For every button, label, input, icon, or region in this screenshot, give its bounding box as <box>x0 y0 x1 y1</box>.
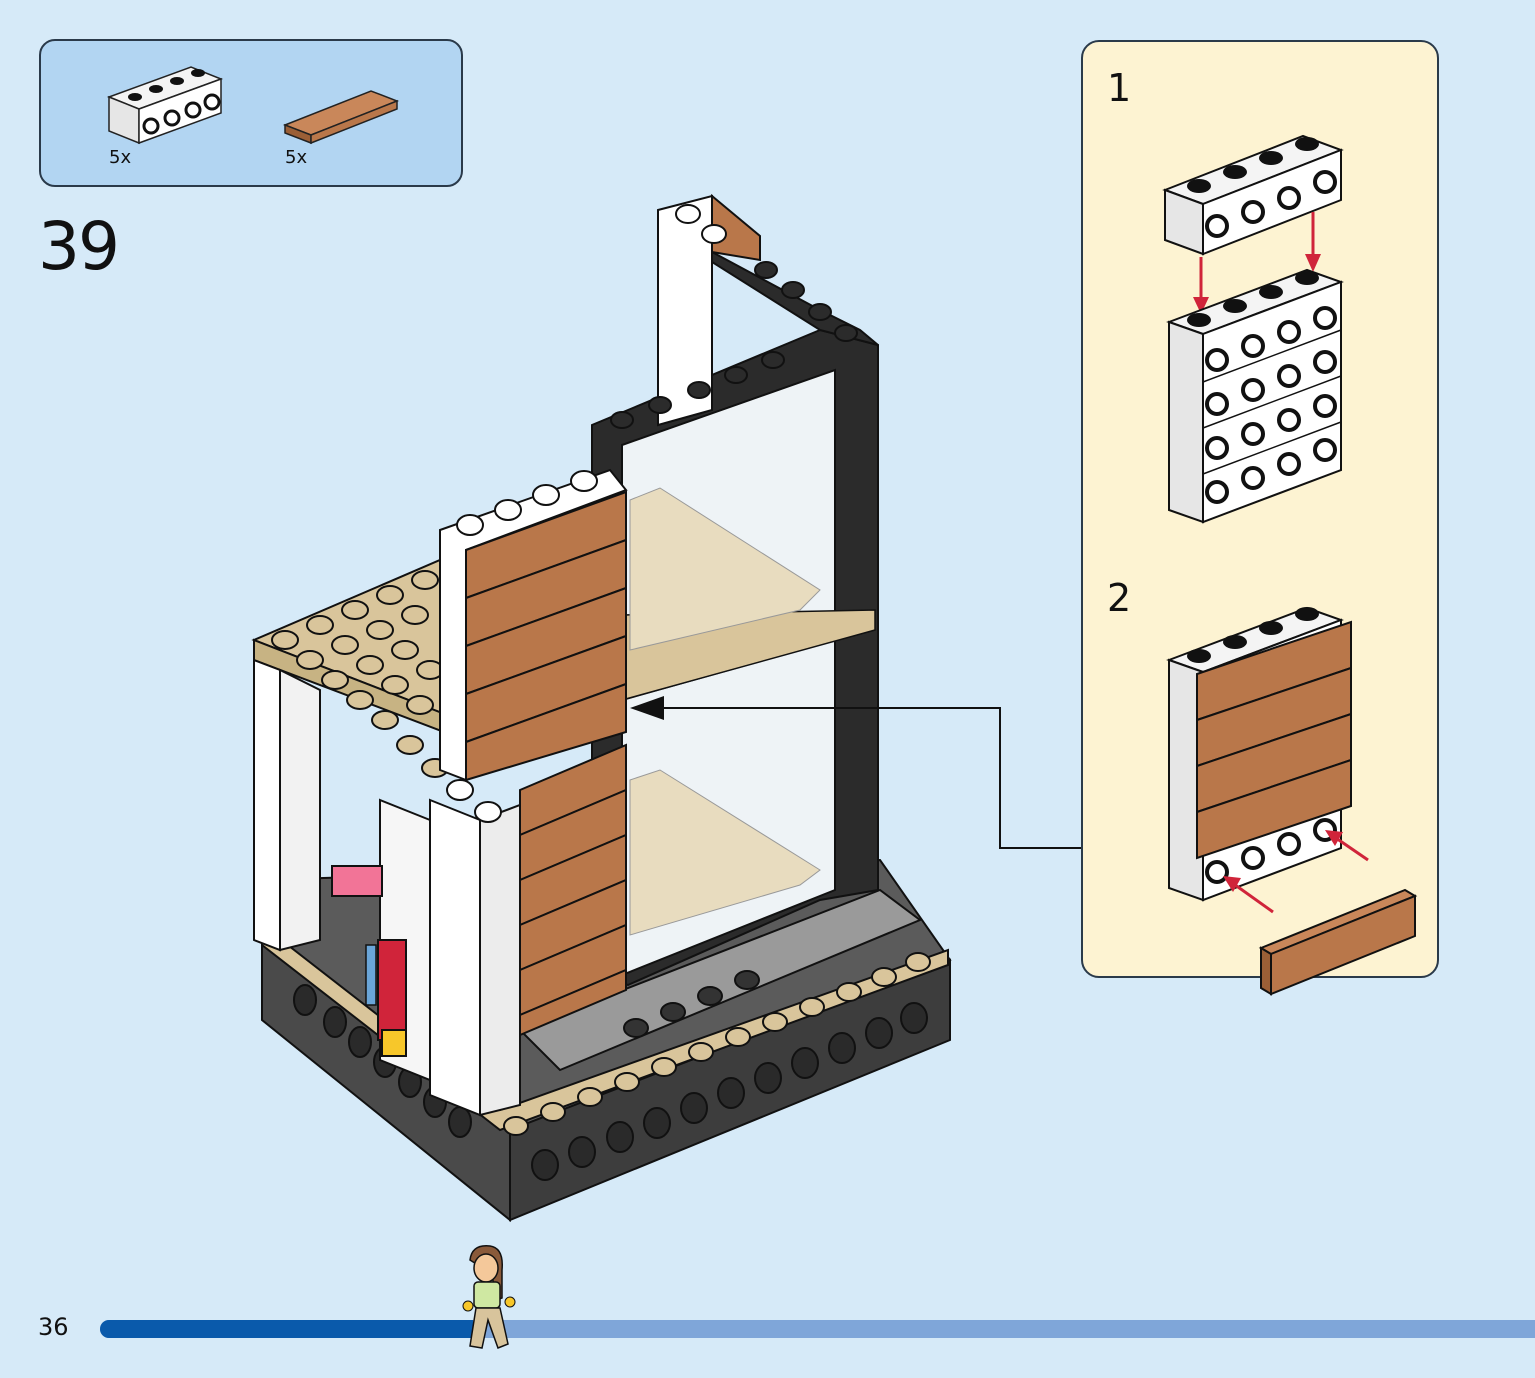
pink-table <box>331 865 383 897</box>
sub-step-number: 2 <box>1107 576 1132 620</box>
sub-step-2-illustration <box>1166 606 1418 996</box>
brown-tile-1x4-icon <box>282 90 400 145</box>
callout-line <box>640 707 1081 849</box>
progress-bar-fill <box>100 1320 474 1338</box>
white-back-wall <box>657 194 713 427</box>
minifigure-progress-marker <box>462 1245 516 1349</box>
sub-step-1-illustration <box>1162 134 1344 524</box>
callout-arrowhead <box>630 696 664 720</box>
white-column-left <box>253 658 281 952</box>
parts-list-box: 5x 5x <box>39 39 463 187</box>
part-quantity: 5x <box>285 147 308 168</box>
sub-assembly-box: 1 2 <box>1081 40 1439 996</box>
grey-floor <box>518 888 922 1072</box>
page-number: 36 <box>38 1313 69 1341</box>
sub-step-number: 1 <box>1107 66 1132 110</box>
brown-tiles-upper <box>465 490 627 782</box>
red-piece <box>377 939 407 1041</box>
part-quantity: 5x <box>109 147 132 168</box>
progress-bar <box>100 1320 1535 1338</box>
white-column-front <box>429 798 481 1117</box>
step-number: 39 <box>38 208 120 285</box>
brown-tiles-lower <box>519 743 627 1037</box>
white-brick-1x4-side-studs-icon <box>106 66 224 145</box>
